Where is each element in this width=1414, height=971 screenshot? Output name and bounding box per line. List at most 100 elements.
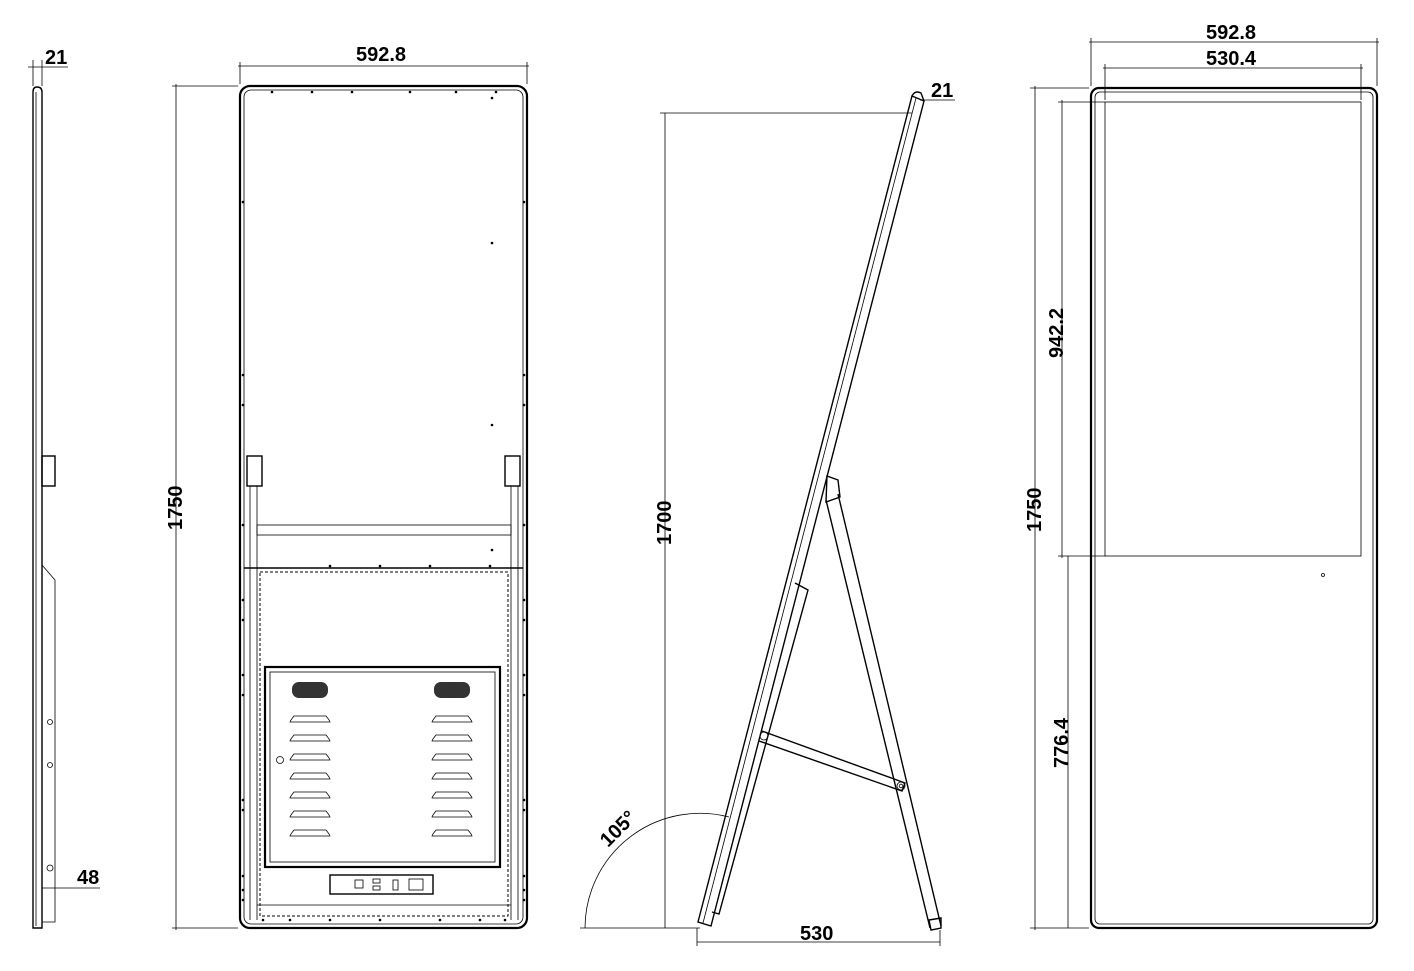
front-height-label: 1750 [1024,488,1046,533]
screw-hole [378,918,382,922]
vent-slot [431,810,473,818]
vent-slot [431,753,473,761]
vent-panel-inner [269,671,496,863]
screw-hole [503,918,507,922]
front-screen-height-label: 942.2 [1046,308,1068,358]
side-screw [47,762,53,768]
screw-hole [241,898,245,902]
front-view: 592.8 530.4 1750 942.2 776.4 [1024,22,1379,930]
vent-slot [289,772,331,780]
screw-hole [241,673,245,677]
hinge-block [825,475,841,504]
screw-hole [490,423,494,427]
rear-plate [711,582,809,915]
sensor-dot [1321,573,1325,577]
vent-slot [289,734,331,742]
connector-panel [329,874,434,895]
screw-hole [261,918,265,922]
stand-thickness-label: 21 [931,80,953,102]
speaker-grille-right [434,682,470,698]
side-thickness-label: 21 [45,47,67,69]
rear-cover-outline [259,571,509,917]
screw-hole [522,523,526,527]
screw-hole [241,200,245,204]
side-screw [46,864,54,872]
power-switch [392,879,399,891]
port [408,878,424,891]
lock-hole [276,756,284,764]
vent-slot [289,810,331,818]
leg-foot [928,917,942,931]
screw-hole [522,673,526,677]
vent-slot [289,829,331,837]
screen-area [1104,101,1362,557]
vent-slot [431,734,473,742]
screw-hole [241,403,245,407]
brace-pivot [759,731,769,741]
leg-edge [825,499,931,929]
back-height-label: 1750 [165,486,187,531]
screw-hole [241,598,245,602]
screw-hole [522,200,526,204]
vent-slot [431,715,473,723]
screw-hole [522,888,526,892]
screw-hole [241,693,245,697]
screw-hole [522,403,526,407]
brace-pivot [896,781,906,791]
screw-hole [478,918,482,922]
side-bracket [41,455,56,487]
screw-hole [494,90,498,94]
port [354,879,364,889]
brace-bar [758,730,906,792]
screw-hole [490,96,494,100]
vent-slot [431,772,473,780]
screw-hole [490,241,494,245]
side-bottom-label: 48 [77,867,99,889]
screw-hole [378,564,382,568]
side-screw [47,719,53,725]
angle-arc [584,812,730,929]
side-rear-cover [41,564,56,923]
screw-hole [522,693,526,697]
stand-base-label: 530 [800,923,833,945]
back-inner-frame [243,89,524,925]
screw-hole [522,618,526,622]
back-outer-frame [238,84,529,930]
vent-slots [289,715,473,837]
panel-inner-line [702,97,917,924]
screw-hole [438,918,442,922]
stand-angle-label: 105° [596,807,641,852]
port [372,885,381,891]
screw-hole [270,90,274,94]
screw-hole [310,90,314,94]
display-panel-profile [697,95,925,927]
crossbar [256,524,512,536]
screw-holes [241,90,526,922]
left-bracket [246,455,263,487]
panel-top-cap [911,91,925,102]
vent-slot [431,791,473,799]
back-view: 592.8 1750 [165,44,529,930]
vent-slot [431,829,473,837]
screw-hole [328,918,332,922]
vent-slot [289,753,331,761]
screw-hole [350,90,354,94]
front-outer-frame [1089,86,1379,930]
screw-hole [488,564,492,568]
screw-hole [522,373,526,377]
vent-panel [263,665,502,869]
vent-slot [289,791,331,799]
screw-hole [241,523,245,527]
brace-pivot [898,783,904,789]
screw-hole [522,798,526,802]
front-inner-frame [1094,91,1374,925]
screw-hole [328,564,332,568]
speaker-grille-left [292,682,328,698]
screw-hole [428,564,432,568]
front-screen-width-label: 530.4 [1206,48,1257,70]
side-view: 21 48 [28,47,100,929]
screw-hole [241,618,245,622]
front-lower-label: 776.4 [1051,717,1073,768]
front-width-label: 592.8 [1206,22,1256,44]
